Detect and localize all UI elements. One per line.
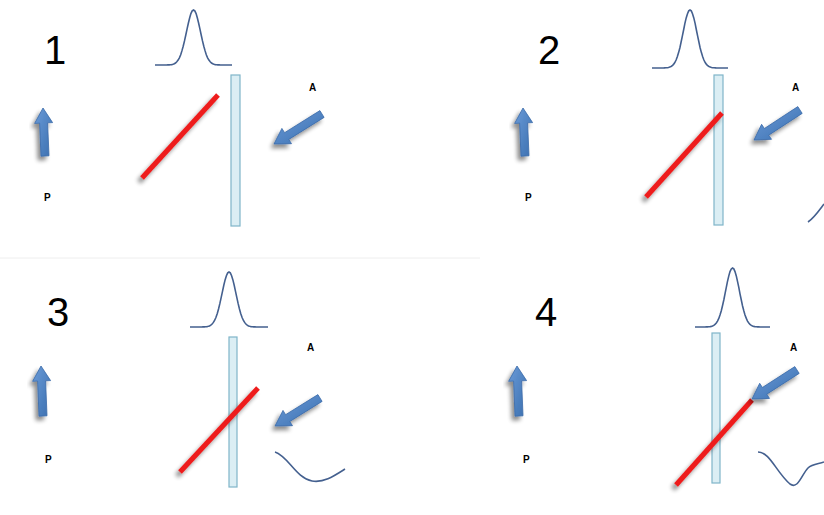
panel-number: 2 — [538, 30, 560, 70]
red-front — [180, 388, 258, 472]
direction-arrow — [274, 111, 324, 144]
gaussian-pulse — [695, 268, 770, 327]
slab — [714, 75, 723, 225]
gaussian-pulse — [652, 10, 728, 68]
gaussian-pulse — [190, 272, 268, 327]
polarization-label: P — [44, 193, 51, 203]
red-front — [142, 95, 218, 178]
direction-label: A — [792, 83, 799, 93]
panel-number: 4 — [535, 292, 557, 332]
direction-arrow — [509, 366, 527, 416]
direction-arrow — [33, 366, 51, 416]
panel-number: 3 — [47, 292, 69, 332]
slab — [231, 75, 240, 226]
panel-number: 1 — [44, 30, 66, 70]
wave — [275, 452, 345, 481]
divider-line — [0, 258, 480, 259]
wave — [758, 452, 824, 485]
red-front — [646, 113, 722, 197]
direction-label: A — [309, 83, 316, 93]
direction-arrow — [35, 108, 53, 156]
direction-arrow — [754, 107, 802, 140]
polarization-label: P — [525, 193, 532, 203]
direction-arrow — [515, 108, 533, 156]
slab — [712, 333, 720, 483]
wave — [808, 204, 824, 222]
polarization-label: P — [45, 455, 52, 465]
direction-arrow — [275, 395, 322, 426]
direction-label: A — [307, 343, 314, 353]
direction-label: A — [790, 343, 797, 353]
gaussian-pulse — [155, 10, 232, 65]
polarization-label: P — [523, 455, 530, 465]
red-front — [676, 400, 752, 485]
direction-arrow — [752, 367, 799, 399]
